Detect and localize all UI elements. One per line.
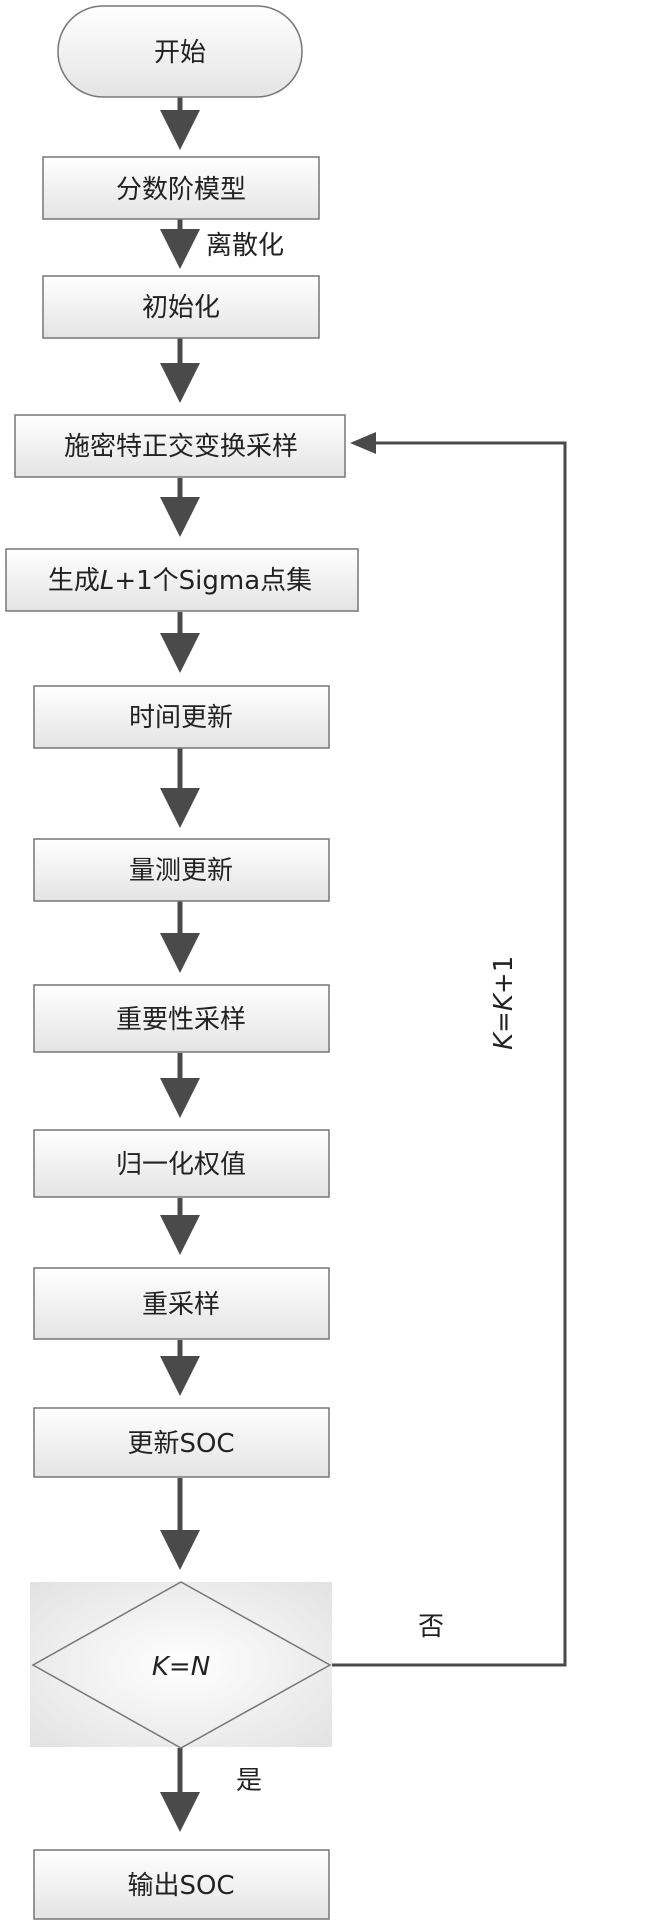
decision-node: K=N: [30, 1581, 332, 1749]
update-soc-label: 更新SOC: [127, 1429, 234, 1459]
loop-label: K=K+1: [489, 956, 519, 1050]
init-label: 初始化: [142, 293, 220, 323]
importance-label: 重要性采样: [116, 1005, 246, 1035]
resample-node: 重采样: [33, 1267, 330, 1340]
discretize-label: 离散化: [206, 231, 284, 261]
model-node: 分数阶模型: [42, 156, 320, 220]
init-node: 初始化: [42, 275, 320, 339]
meas-update-label: 量测更新: [129, 856, 233, 886]
normalize-node: 归一化权值: [33, 1129, 330, 1198]
decision-eq: =: [169, 1652, 191, 1682]
importance-node: 重要性采样: [33, 984, 330, 1053]
decision-n: N: [191, 1652, 210, 1682]
loop-k2: K: [489, 992, 519, 1011]
normalize-label: 归一化权值: [116, 1150, 246, 1180]
decision-label: K=N: [152, 1652, 210, 1682]
hermite-label: 施密特正交变换采样: [64, 432, 298, 462]
start-label: 开始: [154, 38, 206, 68]
start-node: 开始: [57, 5, 303, 98]
output-node: 输出SOC: [33, 1849, 330, 1920]
update-soc-node: 更新SOC: [33, 1407, 330, 1478]
time-update-label: 时间更新: [129, 703, 233, 733]
loop-k1: K: [489, 1031, 519, 1050]
sigma-label-post: +1个Sigma点集: [114, 566, 312, 596]
yes-label: 是: [236, 1766, 262, 1796]
sigma-node: 生成L+1个Sigma点集: [5, 548, 359, 612]
loop-eq: =: [489, 1011, 519, 1033]
time-update-node: 时间更新: [33, 685, 330, 749]
loop-plus: +1: [489, 956, 519, 994]
hermite-node: 施密特正交变换采样: [14, 414, 346, 478]
sigma-label-pre: 生成: [48, 566, 100, 596]
no-label: 否: [418, 1612, 444, 1642]
model-label: 分数阶模型: [116, 175, 246, 205]
resample-label: 重采样: [142, 1290, 220, 1320]
output-label: 输出SOC: [127, 1871, 234, 1901]
meas-update-node: 量测更新: [33, 838, 330, 902]
sigma-label: 生成L+1个Sigma点集: [48, 566, 312, 596]
sigma-label-L: L: [100, 566, 115, 596]
decision-k: K: [152, 1652, 171, 1682]
loop-back-arrow: [330, 432, 567, 1667]
